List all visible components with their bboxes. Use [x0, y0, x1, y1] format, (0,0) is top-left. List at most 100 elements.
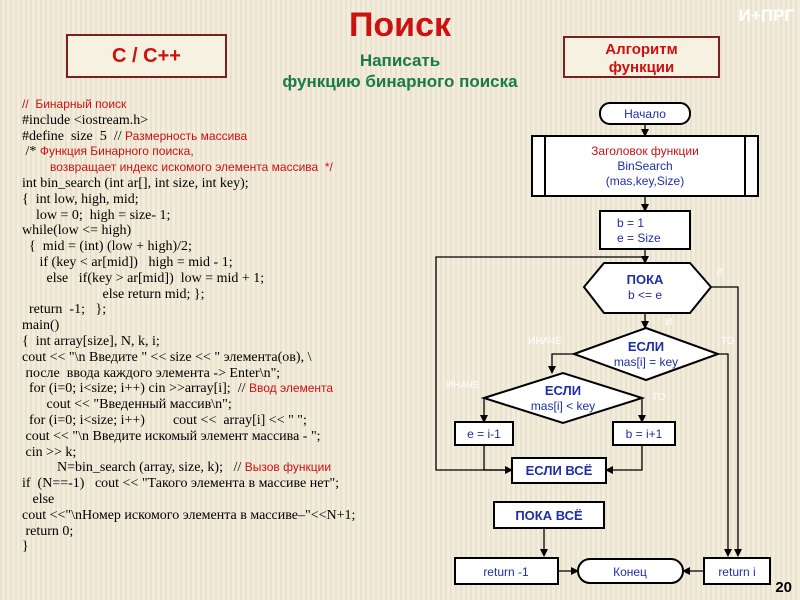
page-subtitle: Написать функцию бинарного поиска [240, 50, 560, 92]
code-text: cout << "\n Введите искомый элемент масс… [22, 428, 321, 444]
code-line: #include <iostream.h> [22, 113, 462, 129]
code-line: cout << "\n Введите искомый элемент масс… [22, 429, 462, 445]
code-line: for (i=0; i<size; i++) cout << array[i] … [22, 413, 462, 429]
code-line: else if(key > ar[mid]) low = mid + 1; [22, 271, 462, 287]
edge-b-endif [605, 445, 643, 474]
label-if2-else: ИНАЧЕ [446, 380, 480, 391]
flow-end-while: ПОКА ВСЁ [493, 501, 605, 529]
edge-e-endif [483, 445, 513, 474]
code-text: else return mid; }; [22, 286, 205, 302]
page-number: 20 [775, 579, 792, 596]
code-line: #define size 5 // Размерность массива [22, 129, 462, 145]
flow-connectors [435, 124, 742, 575]
svg-text:Заголовок функции: Заголовок функции [591, 144, 699, 158]
subtitle-line-2: функцию бинарного поиска [282, 72, 518, 91]
language-box: C / C++ [66, 34, 227, 78]
edge-loop-back [435, 256, 645, 471]
code-text: } [22, 539, 29, 555]
svg-text:return i: return i [718, 565, 755, 579]
code-text: /* [22, 144, 40, 160]
code-line: cout << "\n Введите " << size << " элеме… [22, 350, 462, 366]
svg-text:Начало: Начало [624, 107, 666, 121]
svg-text:BinSearch: BinSearch [617, 159, 672, 173]
code-text: #include <iostream.h> [22, 112, 149, 128]
flow-end-if: ЕСЛИ ВСЁ [511, 457, 607, 484]
code-line: cout <<"\nНомер искомого элемента в масс… [22, 508, 462, 524]
algorithm-box-line-2: функции [608, 59, 675, 76]
edge-while-false [711, 286, 742, 557]
flow-return-neg: return -1 [454, 557, 559, 585]
svg-text:ЕСЛИ ВСЁ: ЕСЛИ ВСЁ [526, 463, 593, 478]
code-text: else if(key > ar[mid]) low = mid + 1; [22, 270, 265, 286]
code-comment: // Бинарный поиск [22, 97, 127, 111]
code-comment: Ввод элемента [248, 381, 334, 396]
flow-init-block: b = 1 e = Size [599, 210, 691, 250]
svg-text:ПОКА: ПОКА [627, 272, 664, 287]
flow-while-loop: ПОКА b <= e [582, 262, 713, 314]
code-line: if (N==-1) cout << "Такого элемента в ма… [22, 476, 462, 492]
corner-label: И+ПРГ [738, 6, 794, 25]
code-text: if (N==-1) cout << "Такого элемента в ма… [22, 476, 340, 492]
code-text: { mid = (int) (low + high)/2; [22, 239, 192, 255]
code-line: else [22, 492, 462, 508]
code-text: low = 0; high = size- 1; [22, 207, 171, 223]
svg-text:e = i-1: e = i-1 [467, 427, 501, 441]
code-line: } [22, 539, 462, 555]
code-line: возвращает индекс искомого элемента масс… [22, 160, 462, 176]
code-text: { int low, high, mid; [22, 191, 139, 207]
flow-if-equal: ЕСЛИ mas[i] = key [571, 326, 721, 382]
code-line: N=bin_search (array, size, k); // Вызов … [22, 460, 462, 476]
code-text: { int array[size], N, k, i; [22, 333, 160, 349]
code-line: // Бинарный поиск [22, 97, 462, 113]
svg-text:return -1: return -1 [483, 565, 529, 579]
code-line: { int array[size], N, k, i; [22, 334, 462, 350]
flow-if-less: ЕСЛИ mas[i] < key [480, 371, 646, 425]
code-text: while(low <= high) [22, 223, 132, 239]
label-true: И [665, 317, 672, 328]
code-comment: Вызов функции [244, 460, 332, 475]
svg-text:b <= e: b <= e [628, 288, 662, 302]
code-line: return 0; [22, 524, 462, 540]
svg-text:mas[i] < key: mas[i] < key [531, 399, 595, 413]
code-line: после ввода каждого элемента -> Enter\n"… [22, 366, 462, 382]
flow-assign-e: e = i-1 [454, 421, 514, 446]
code-comment: Размерность массива [125, 128, 248, 143]
code-line: /* Функция Бинарного поиска, [22, 144, 462, 160]
svg-text:b = 1: b = 1 [617, 216, 644, 230]
code-line: while(low <= high) [22, 223, 462, 239]
code-text: int bin_search (int ar[], int size, int … [22, 175, 249, 191]
code-text: if (key < ar[mid]) high = mid - 1; [22, 254, 233, 270]
code-comment: возвращает индекс искомого элемента масс… [50, 160, 333, 175]
code-line: if (key < ar[mid]) high = mid - 1; [22, 255, 462, 271]
code-text: cout <<"\nНомер искомого элемента в масс… [22, 507, 356, 523]
code-text: cout << "\n Введите " << size << " элеме… [22, 349, 312, 365]
code-text: main() [22, 318, 60, 334]
svg-text:b = i+1: b = i+1 [626, 427, 663, 441]
flow-return-i: return i [703, 557, 771, 585]
svg-text:(mas,key,Size): (mas,key,Size) [606, 174, 684, 188]
svg-text:ПОКА ВСЁ: ПОКА ВСЁ [515, 508, 583, 523]
code-text: #define size 5 // [22, 128, 126, 144]
code-line: low = 0; high = size- 1; [22, 208, 462, 224]
code-line: cout << "Введенный массив\n"; [22, 397, 462, 413]
svg-text:Конец: Конец [613, 565, 647, 579]
svg-text:ЕСЛИ: ЕСЛИ [545, 383, 581, 398]
algorithm-box-line-1: Алгоритм [605, 41, 678, 58]
page-title: Поиск [348, 6, 452, 44]
label-if1-then: ТО [721, 336, 735, 347]
code-line: return -1; }; [22, 302, 462, 318]
code-comment: Функция Бинарного поиска, [39, 144, 194, 159]
code-line: for (i=0; i<size; i++) cin >>array[i]; /… [22, 381, 462, 397]
code-line: int bin_search (int ar[], int size, int … [22, 176, 462, 192]
label-if1-else: ИНАЧЕ [528, 336, 562, 347]
code-text: cin >> k; [22, 444, 77, 460]
label-if2-then: ТО [652, 392, 666, 403]
label-false: Л [716, 267, 723, 278]
code-text: cout << "Введенный массив\n"; [22, 397, 232, 413]
code-line: { mid = (int) (low + high)/2; [22, 239, 462, 255]
flow-assign-b: b = i+1 [612, 421, 676, 446]
edge-if1-then [718, 353, 732, 557]
code-text: return -1; }; [22, 302, 107, 318]
code-text: после ввода каждого элемента -> Enter\n"… [22, 365, 281, 381]
code-line: main() [22, 318, 462, 334]
